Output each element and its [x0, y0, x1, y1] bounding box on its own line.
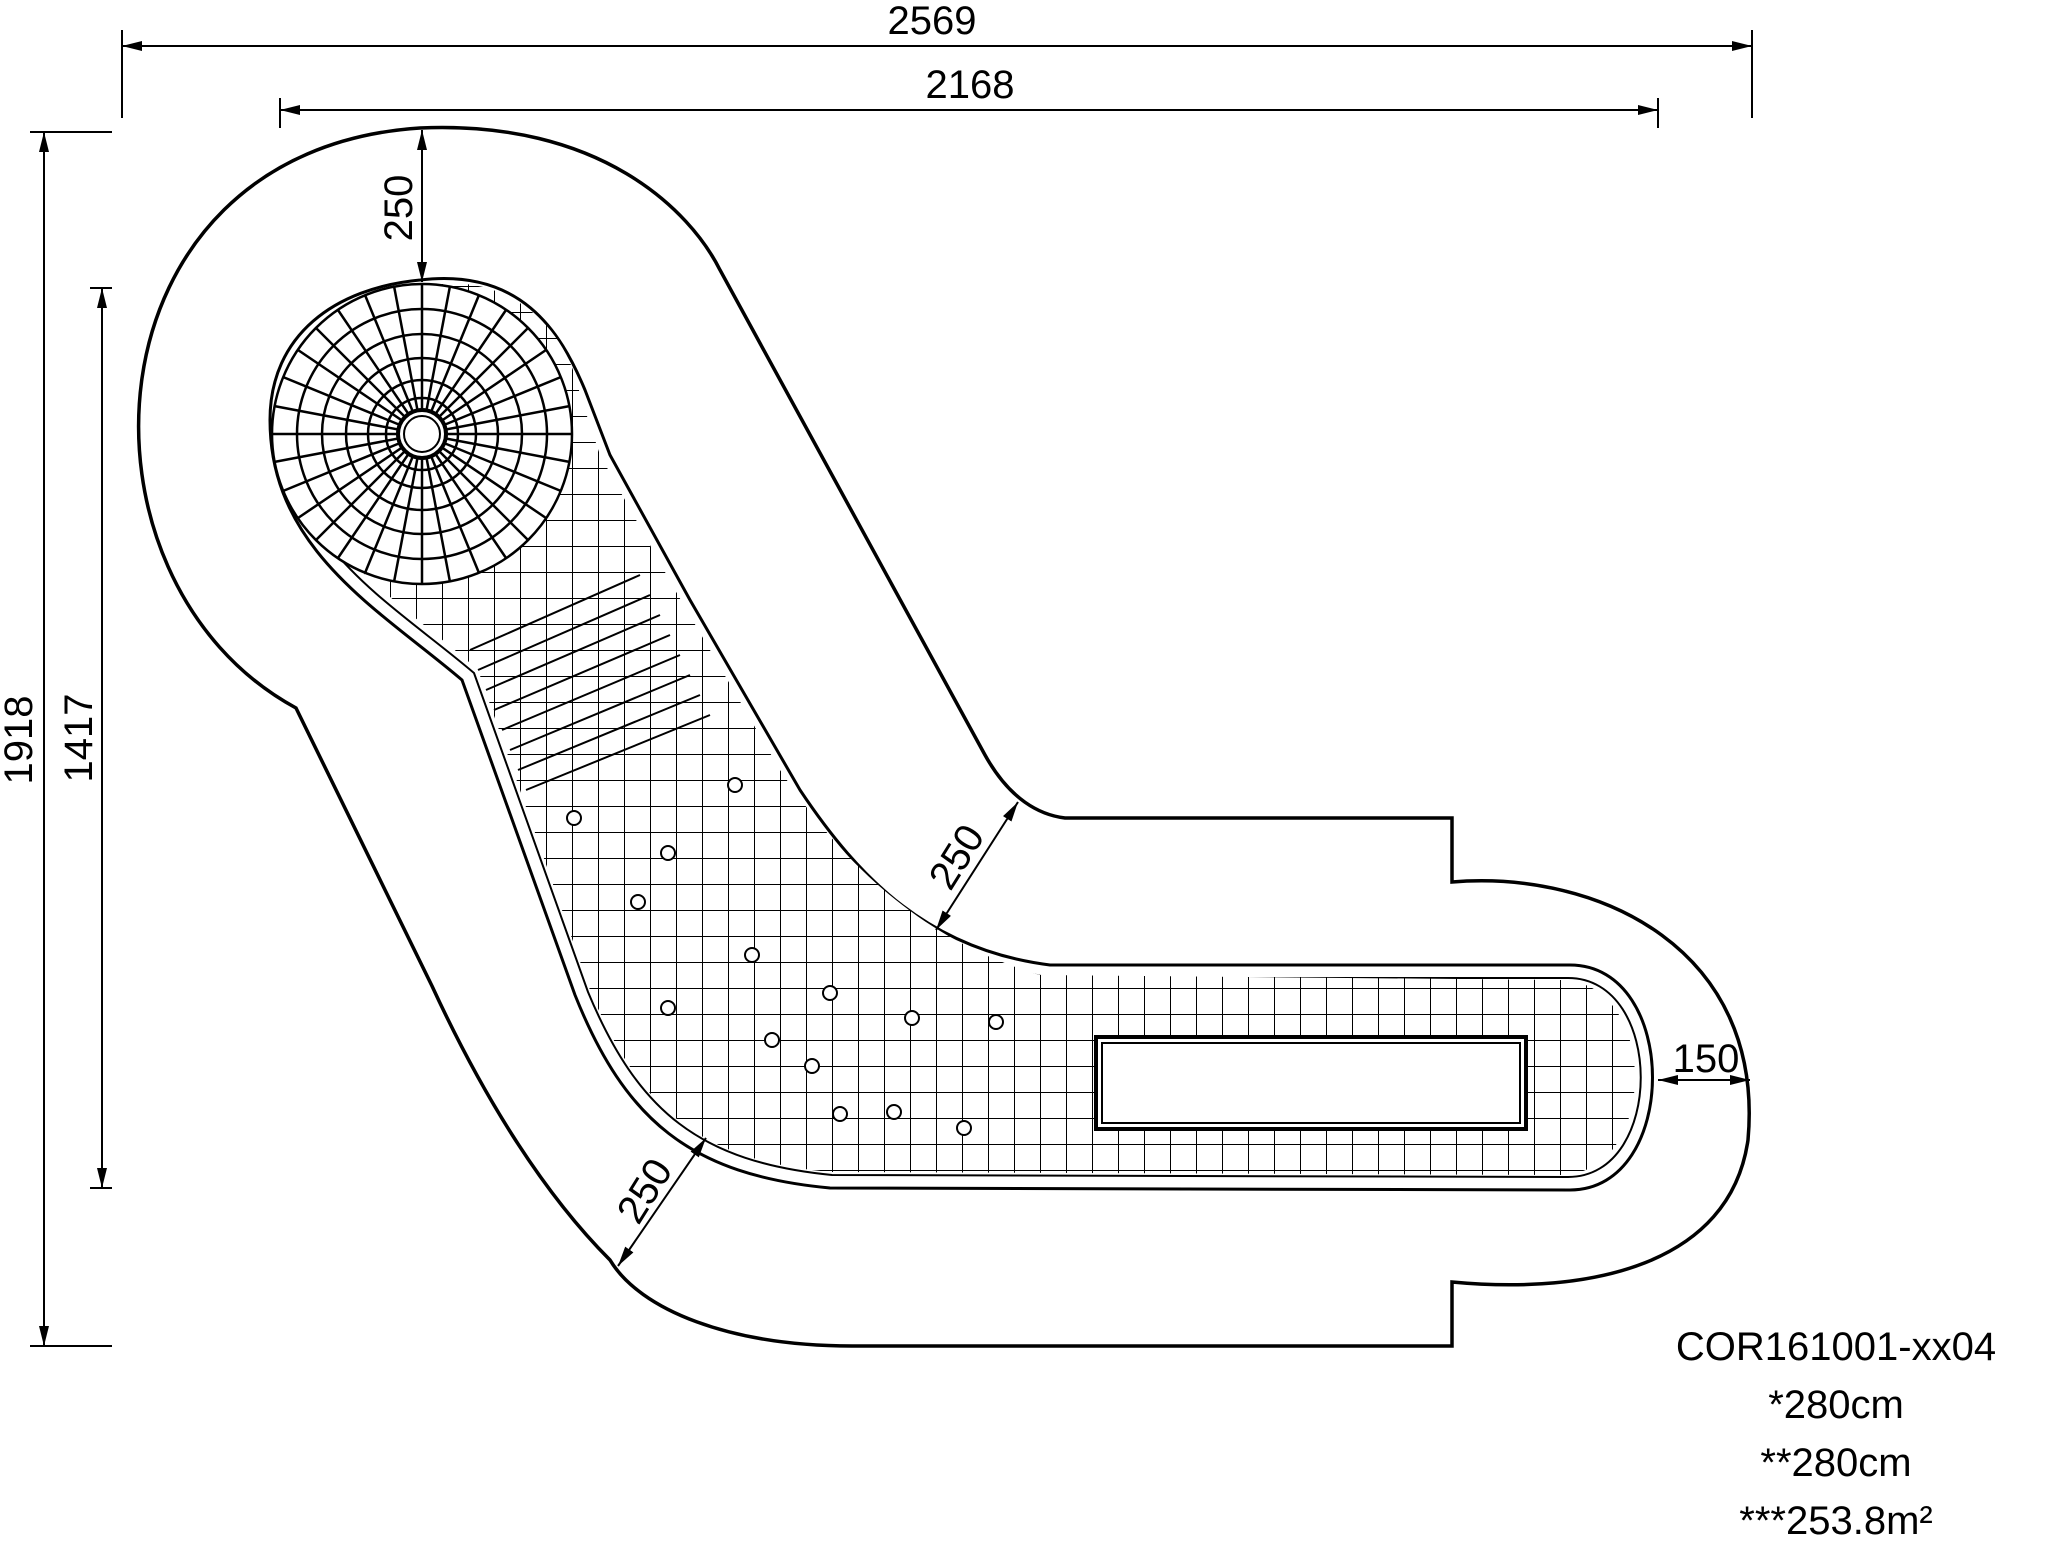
dim-inner-width-label: 2168: [926, 63, 1015, 107]
anchor-markers: [566, 777, 1004, 1136]
spec-line-2: **280cm: [1760, 1441, 1912, 1485]
dim-overall-width: [121, 30, 1753, 118]
dense-net-section: [469, 574, 711, 791]
dim-safety-outer-bend: [617, 1137, 707, 1267]
dim-safety-top-label: 250: [377, 175, 421, 242]
dim-inner-height-label: 1417: [57, 694, 101, 783]
dim-safety-right-label: 150: [1673, 1037, 1740, 1081]
product-code: COR161001-xx04: [1675, 1325, 1997, 1369]
dim-overall-width-label: 2569: [888, 0, 977, 43]
spec-line-1: *280cm: [1768, 1383, 1904, 1427]
dim-safety-inner-bend: [935, 801, 1019, 931]
dim-safety-inner-bend-label: 250: [921, 817, 994, 897]
spec-line-3: ***253.8m²: [1739, 1499, 1933, 1543]
dim-overall-height: [30, 131, 112, 1347]
product-info: COR161001-xx04 *280cm **280cm ***253.8m²: [1626, 1318, 2046, 1550]
dim-inner-height: [90, 287, 112, 1189]
net-opening: [1094, 1035, 1528, 1131]
dim-safety-outer-bend-label: 250: [609, 1151, 682, 1231]
outer-boundary: [136, 125, 1751, 1348]
dim-inner-width: [279, 98, 1659, 128]
dim-overall-height-label: 1918: [0, 696, 41, 785]
